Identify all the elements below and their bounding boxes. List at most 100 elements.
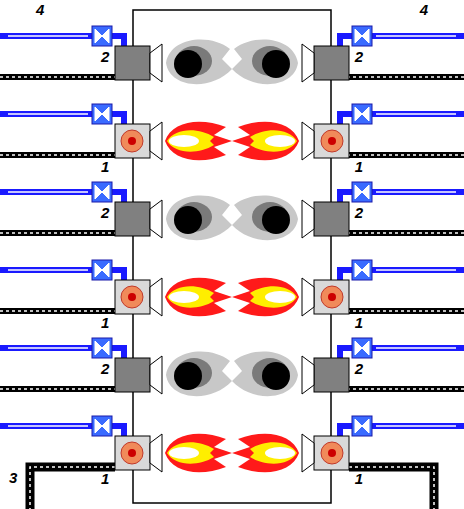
flame-inner	[250, 286, 297, 307]
burner-nozzle	[121, 286, 143, 308]
burner-body	[314, 280, 349, 314]
callout-number: 2	[101, 361, 109, 377]
burner-cone	[150, 44, 162, 82]
fuel-pipe	[0, 74, 115, 80]
callout-number: 2	[355, 49, 363, 65]
valve-symbol	[355, 419, 369, 433]
flame-inner	[167, 442, 214, 463]
air-pipe-core	[8, 425, 88, 427]
valve-symbol	[355, 341, 369, 355]
coal-particle	[262, 206, 290, 234]
air-pipe-core	[8, 269, 88, 271]
callout-number: 1	[101, 471, 109, 487]
valve-symbol	[95, 341, 109, 355]
burner-cone	[302, 44, 314, 82]
flame-inner	[250, 130, 297, 151]
valve	[92, 104, 112, 124]
coal-particle	[174, 50, 202, 78]
left-burners	[0, 26, 232, 509]
burner-core	[128, 137, 136, 145]
fuel-pipe-hatch	[349, 310, 464, 312]
callout-number: 4	[420, 2, 428, 18]
flame-core	[265, 135, 295, 147]
burner-nozzle	[321, 286, 343, 308]
burner-core	[328, 293, 336, 301]
flame	[165, 122, 232, 161]
fuel-pipe	[349, 230, 464, 236]
burner-nozzle	[121, 442, 143, 464]
burner-body	[115, 436, 150, 470]
fuel-pipe-hatch	[0, 388, 115, 390]
air-pipe-core	[376, 269, 456, 271]
fuel-pipe	[349, 386, 464, 392]
flame-inner	[250, 442, 297, 463]
burner-core	[328, 137, 336, 145]
air-pipe-core	[376, 35, 456, 37]
fuel-pipe	[0, 230, 115, 236]
air-pipe-core	[376, 113, 456, 115]
burner-core	[328, 449, 336, 457]
burner-body	[314, 436, 349, 470]
fuel-pipe	[349, 152, 464, 158]
burner-cone	[302, 278, 314, 316]
callout-number: 2	[101, 49, 109, 65]
burner-cone	[302, 122, 314, 160]
valve	[92, 182, 112, 202]
coal-particle	[262, 362, 290, 390]
air-pipe-core	[8, 347, 88, 349]
fuel-pipe	[0, 386, 115, 392]
valve-symbol	[355, 29, 369, 43]
burner-nozzle	[321, 442, 343, 464]
fuel-pipe	[349, 308, 464, 314]
burner-cone	[150, 434, 162, 472]
air-pipe-core	[8, 113, 88, 115]
flame-inner	[167, 130, 214, 151]
burner-cone	[302, 356, 314, 394]
flame-inner	[167, 286, 214, 307]
burner-cone	[150, 278, 162, 316]
callout-number: 4	[36, 2, 44, 18]
flame	[232, 278, 299, 317]
flame-core	[265, 291, 295, 303]
burner-core	[128, 449, 136, 457]
valve-symbol	[95, 107, 109, 121]
fuel-pipe-hatch	[349, 467, 434, 509]
callout-number: 1	[101, 159, 109, 175]
fuel-pipe-hatch	[0, 154, 115, 156]
fuel-pipe	[349, 74, 464, 80]
callout-number: 2	[355, 361, 363, 377]
fuel-pipe	[0, 152, 115, 158]
air-pipe-core	[376, 347, 456, 349]
valve-symbol	[355, 185, 369, 199]
burner-body	[314, 124, 349, 158]
burner-body	[115, 46, 150, 80]
furnace-wall	[133, 10, 331, 503]
flame-core	[169, 447, 199, 459]
fuel-pipe-hatch	[30, 467, 115, 509]
callout-number: 2	[355, 205, 363, 221]
flame-core	[265, 447, 295, 459]
fuel-pipe-hatch	[0, 76, 115, 78]
burner-body	[115, 202, 150, 236]
burner-cone	[150, 200, 162, 238]
burner-core	[128, 293, 136, 301]
burner-body	[115, 124, 150, 158]
air-pipe-core	[376, 191, 456, 193]
flame	[232, 122, 299, 161]
valve	[352, 104, 372, 124]
coal-particle	[174, 206, 202, 234]
smoke	[166, 196, 232, 241]
valve-symbol	[95, 29, 109, 43]
burner-cone	[302, 434, 314, 472]
smoke	[166, 352, 232, 397]
flame	[232, 434, 299, 473]
fuel-pipe-hatch	[349, 388, 464, 390]
burner-cone	[150, 122, 162, 160]
burner-body	[314, 358, 349, 392]
burner-body	[115, 280, 150, 314]
callout-number: 1	[355, 315, 363, 331]
burner-body	[115, 358, 150, 392]
fuel-pipe	[349, 467, 434, 509]
flame	[165, 434, 232, 473]
